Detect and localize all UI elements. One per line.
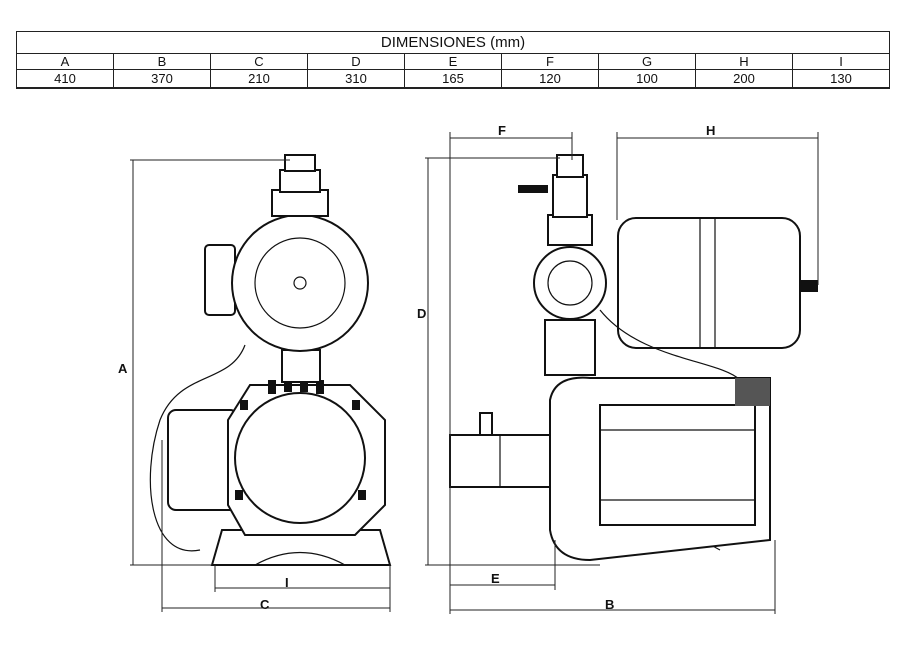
header-cell: C xyxy=(210,53,308,70)
front-neck xyxy=(281,349,321,383)
value-cell: 130 xyxy=(792,69,890,89)
value-cell: 370 xyxy=(113,69,211,89)
label-a: A xyxy=(118,361,128,376)
label-i: I xyxy=(285,575,289,590)
side-pump-head xyxy=(533,246,607,320)
value-cell: 200 xyxy=(695,69,793,89)
value-cell: 120 xyxy=(501,69,599,89)
table-header-row: A B C D E F G H I xyxy=(16,53,890,70)
label-h: H xyxy=(706,123,715,138)
header-cell: E xyxy=(404,53,502,70)
front-top-fitting xyxy=(271,189,329,217)
value-cell: 410 xyxy=(16,69,114,89)
value-cell: 310 xyxy=(307,69,405,89)
header-cell: D xyxy=(307,53,405,70)
front-view xyxy=(149,154,392,566)
front-cable xyxy=(149,344,246,552)
dimension-lines xyxy=(130,132,819,614)
label-c: C xyxy=(260,597,270,612)
front-motor-cover xyxy=(234,392,366,524)
front-tank xyxy=(231,214,369,352)
label-b: B xyxy=(605,597,614,612)
value-cell: 165 xyxy=(404,69,502,89)
side-top-valve xyxy=(552,174,588,218)
label-d: D xyxy=(417,306,426,321)
side-riser xyxy=(544,319,596,376)
dimensions-table: DIMENSIONES (mm) A B C D E F G H I 410 3… xyxy=(16,31,890,89)
side-tank xyxy=(617,217,801,349)
header-cell: I xyxy=(792,53,890,70)
value-cell: 210 xyxy=(210,69,308,89)
label-e: E xyxy=(491,571,500,586)
front-base xyxy=(210,529,392,566)
table-values-row: 410 370 210 310 165 120 100 200 130 xyxy=(16,69,890,89)
side-motor-fins xyxy=(599,404,756,526)
side-view xyxy=(449,154,818,562)
label-f: F xyxy=(498,123,506,138)
